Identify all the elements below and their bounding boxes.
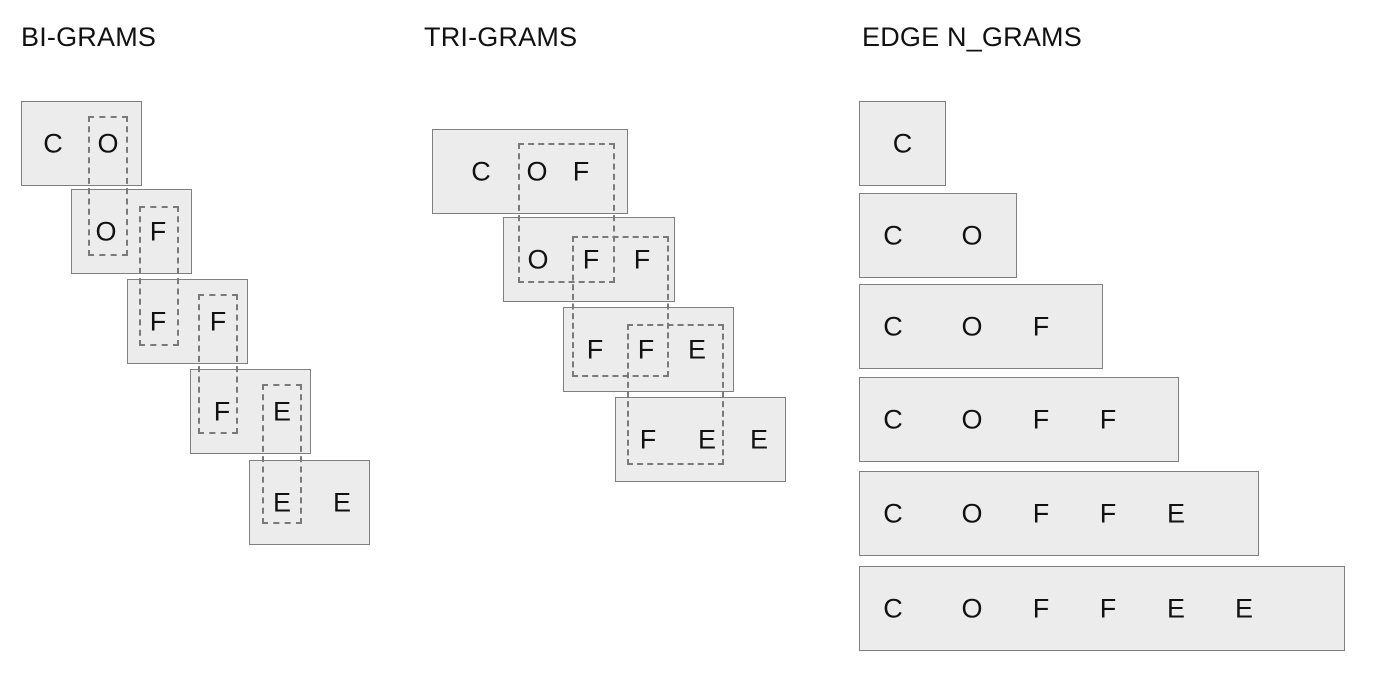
bigram-letter: F — [209, 306, 227, 336]
trigram-overlap-outline — [518, 143, 615, 283]
edge-ngram-letter: F — [1032, 404, 1050, 434]
edge-ngram-letter: O — [961, 220, 983, 250]
bigram-letter: E — [332, 487, 352, 517]
trigram-letter: F — [639, 424, 657, 454]
bigrams-title: BI-GRAMS — [21, 22, 157, 52]
trigram-letter: O — [527, 244, 549, 274]
edge-ngram-letter: F — [1032, 311, 1050, 341]
trigram-box — [503, 217, 675, 302]
edge-ngram-letter: F — [1099, 593, 1117, 623]
trigram-letter: E — [749, 424, 769, 454]
edge-ngram-letter: F — [1099, 404, 1117, 434]
bigram-letter: F — [149, 306, 167, 336]
trigram-letter: F — [637, 334, 655, 364]
edge-ngram-letter: C — [883, 593, 903, 623]
bigram-overlap-outline — [198, 294, 238, 434]
edge-ngram-box — [859, 566, 1345, 651]
trigram-box — [563, 307, 734, 392]
edge-ngram-letter: E — [1166, 498, 1186, 528]
edge-ngram-letter: F — [1032, 498, 1050, 528]
edge-ngram-box — [859, 193, 1017, 278]
bigram-box — [71, 189, 192, 274]
edge-ngram-letter: C — [883, 220, 903, 250]
edge-ngram-letter: E — [1234, 593, 1254, 623]
edge-ngram-box — [859, 377, 1179, 462]
edge-ngram-letter: C — [892, 128, 913, 158]
bigram-overlap-outline — [139, 206, 179, 346]
edge-ngram-box — [859, 284, 1103, 369]
bigram-letter: F — [213, 396, 231, 426]
edge-ngram-box — [859, 101, 946, 186]
trigram-letter: E — [697, 424, 717, 454]
bigram-letter: E — [272, 487, 292, 517]
edge-ngram-letter: F — [1032, 593, 1050, 623]
edge-ngrams-title: EDGE N_GRAMS — [862, 22, 1082, 52]
edge-ngram-letter: O — [961, 311, 983, 341]
trigram-letter: F — [572, 156, 590, 186]
bigram-overlap-outline — [88, 116, 128, 256]
bigram-box — [21, 101, 142, 186]
edge-ngram-letter: E — [1166, 593, 1186, 623]
trigrams-title: TRI-GRAMS — [424, 22, 578, 52]
edge-ngram-letter: O — [961, 404, 983, 434]
trigram-overlap-outline — [572, 236, 669, 377]
trigram-letter: F — [633, 244, 651, 274]
trigram-letter: F — [582, 244, 600, 274]
edge-ngram-letter: O — [961, 498, 983, 528]
edge-ngram-letter: C — [883, 498, 903, 528]
bigram-letter: F — [149, 216, 167, 246]
trigram-letter: O — [526, 156, 548, 186]
trigram-letter: C — [471, 156, 491, 186]
edge-ngram-letter: C — [883, 311, 903, 341]
bigram-letter: C — [43, 128, 63, 158]
trigram-letter: F — [586, 334, 604, 364]
trigram-box — [615, 397, 786, 482]
bigram-letter: O — [97, 128, 119, 158]
bigram-box — [127, 279, 248, 364]
edge-ngram-letter: C — [883, 404, 903, 434]
bigram-box — [249, 460, 370, 545]
trigram-overlap-outline — [627, 324, 724, 465]
bigram-letter: E — [272, 396, 292, 426]
trigram-letter: E — [687, 334, 707, 364]
edge-ngram-box — [859, 471, 1259, 556]
edge-ngram-letter: O — [961, 593, 983, 623]
bigram-overlap-outline — [262, 384, 302, 524]
bigram-box — [190, 369, 311, 454]
bigram-letter: O — [95, 216, 117, 246]
edge-ngram-letter: F — [1099, 498, 1117, 528]
